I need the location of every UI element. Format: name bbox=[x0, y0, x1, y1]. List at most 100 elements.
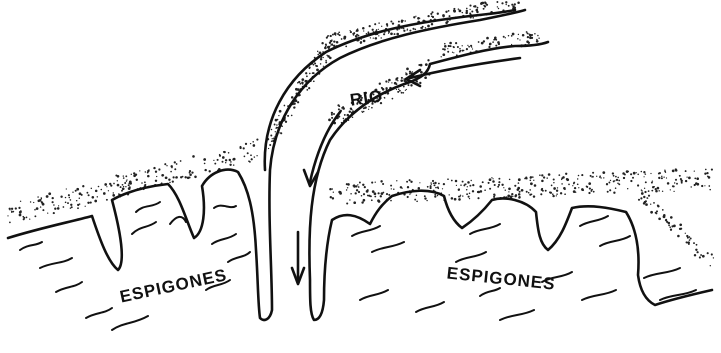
sand-dot bbox=[472, 184, 474, 186]
sand-dot bbox=[315, 65, 317, 67]
sand-dot bbox=[407, 186, 409, 188]
sand-dot bbox=[52, 197, 54, 199]
sand-dot bbox=[275, 119, 278, 122]
sand-dot bbox=[424, 195, 426, 197]
sand-dot bbox=[449, 15, 451, 17]
sand-dot bbox=[459, 51, 461, 53]
sand-dot bbox=[673, 191, 674, 192]
sand-dot bbox=[419, 182, 420, 183]
sand-dot bbox=[329, 42, 331, 44]
sand-dot bbox=[467, 186, 468, 187]
sand-dot bbox=[419, 82, 421, 84]
sand-dot bbox=[552, 193, 554, 195]
sand-dot bbox=[374, 196, 376, 198]
sand-dot bbox=[95, 200, 97, 202]
sand-dot bbox=[184, 176, 186, 178]
sand-dot bbox=[560, 192, 562, 194]
sand-dot bbox=[546, 177, 547, 178]
sand-dot bbox=[578, 187, 579, 188]
sand-dot bbox=[640, 197, 642, 199]
wave-mark bbox=[136, 202, 160, 212]
sand-dot bbox=[675, 168, 677, 170]
sand-dot bbox=[393, 188, 394, 189]
sand-dot bbox=[539, 174, 541, 176]
sand-dot bbox=[403, 30, 405, 32]
sand-dot bbox=[662, 209, 664, 211]
sand-dot bbox=[371, 199, 373, 201]
sand-dot bbox=[675, 179, 677, 181]
sand-dot bbox=[469, 9, 470, 10]
sand-dot bbox=[656, 213, 658, 215]
sand-dot bbox=[505, 37, 506, 38]
sand-dot bbox=[398, 21, 400, 23]
sand-dot bbox=[707, 252, 709, 254]
sand-dot bbox=[343, 118, 345, 120]
sand-dot bbox=[489, 178, 492, 181]
sand-dot bbox=[334, 41, 335, 42]
sand-dot bbox=[582, 189, 584, 191]
water-waves-right bbox=[352, 216, 696, 320]
sand-dot bbox=[405, 72, 406, 73]
sand-dot bbox=[65, 197, 66, 198]
sand-dot bbox=[113, 192, 114, 193]
sand-dot bbox=[97, 196, 98, 197]
sand-dot bbox=[521, 189, 524, 192]
sand-dot bbox=[384, 32, 385, 33]
sand-dot bbox=[250, 143, 251, 144]
sand-dot bbox=[473, 5, 475, 7]
sand-dot bbox=[492, 180, 495, 183]
sand-dot bbox=[530, 180, 532, 182]
sand-dot bbox=[491, 177, 492, 178]
sand-dot bbox=[663, 177, 664, 178]
sand-dot bbox=[591, 189, 593, 191]
sand-dot bbox=[313, 80, 315, 82]
sand-dot bbox=[527, 32, 529, 34]
sand-dot bbox=[670, 189, 671, 190]
sand-dot bbox=[40, 206, 41, 207]
sand-dot bbox=[9, 209, 10, 210]
sand-dot bbox=[568, 184, 570, 186]
wave-mark bbox=[470, 224, 500, 234]
sand-dot bbox=[498, 181, 500, 183]
sand-dot bbox=[362, 184, 364, 186]
sand-dot bbox=[350, 31, 352, 33]
sand-dot bbox=[346, 189, 347, 190]
sand-dot bbox=[66, 188, 67, 189]
sand-dot bbox=[518, 196, 520, 198]
sand-dot bbox=[92, 196, 95, 199]
flow-arrow-top bbox=[410, 58, 520, 78]
sand-dot bbox=[648, 195, 650, 197]
sand-dot bbox=[451, 180, 453, 182]
sand-dot bbox=[362, 201, 363, 202]
sand-dot bbox=[664, 169, 665, 170]
sand-dot bbox=[531, 34, 533, 36]
wave-mark bbox=[600, 236, 630, 246]
sand-dot bbox=[391, 82, 392, 83]
sand-dot bbox=[442, 188, 443, 189]
sand-dot bbox=[650, 211, 653, 214]
sand-dot bbox=[378, 192, 380, 194]
sand-dot bbox=[444, 45, 447, 48]
sand-dot bbox=[497, 186, 499, 188]
sand-dot bbox=[593, 191, 595, 193]
sand-dot bbox=[428, 26, 430, 28]
wave-mark bbox=[500, 310, 534, 320]
sand-dot bbox=[444, 43, 446, 45]
sand-dot bbox=[643, 171, 645, 173]
sand-dot bbox=[508, 5, 510, 7]
sand-dot bbox=[477, 7, 479, 9]
sand-dot bbox=[213, 160, 214, 161]
sand-dot bbox=[42, 209, 44, 211]
sand-dot bbox=[317, 54, 319, 56]
sand-dot bbox=[666, 177, 667, 178]
sand-dot bbox=[478, 41, 480, 43]
sand-dot bbox=[648, 190, 650, 192]
sand-dot bbox=[427, 186, 429, 188]
sand-dot bbox=[452, 52, 453, 53]
sand-dot bbox=[203, 159, 204, 160]
sand-dot bbox=[344, 114, 346, 116]
sand-dot bbox=[390, 32, 393, 35]
sand-dot bbox=[526, 40, 529, 43]
sand-dot bbox=[332, 45, 333, 46]
sand-dot bbox=[79, 203, 80, 204]
